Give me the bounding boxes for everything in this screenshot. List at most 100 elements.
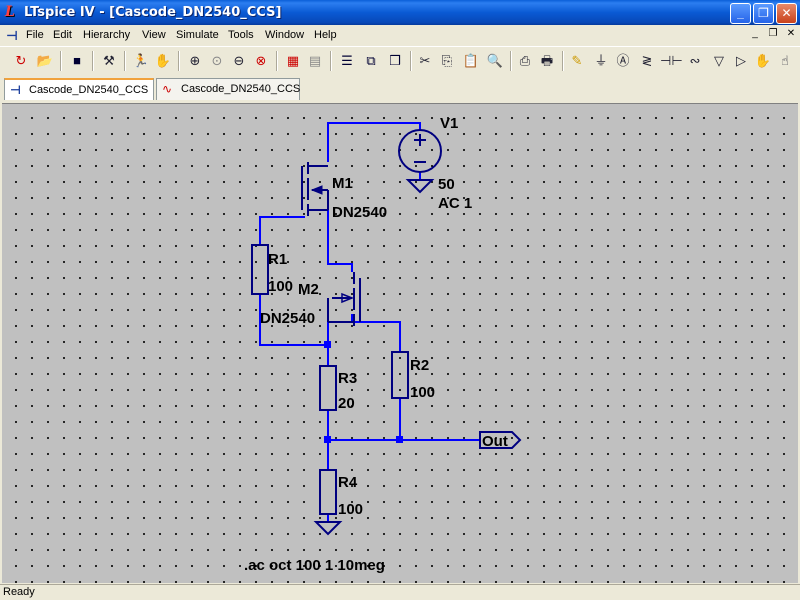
toolbar-separator bbox=[410, 51, 412, 71]
menu-window[interactable]: Window bbox=[265, 29, 305, 41]
open-folder-icon[interactable]: 📂 bbox=[36, 53, 54, 68]
print-icon[interactable]: 🖶 bbox=[540, 53, 554, 68]
wire[interactable] bbox=[259, 294, 328, 346]
v1-name-label: V1 bbox=[440, 115, 458, 132]
cut-icon[interactable]: ✂ bbox=[419, 53, 431, 68]
tab-waveform[interactable]: ∿ Cascode_DN2540_CCS bbox=[156, 78, 300, 100]
spice-directive[interactable]: .ac oct 100 1 10meg bbox=[244, 557, 385, 574]
ground-icon[interactable] bbox=[405, 179, 435, 194]
draw-wire-icon[interactable]: ✎ bbox=[571, 53, 583, 68]
save-icon[interactable]: ■ bbox=[73, 53, 81, 68]
control-panel-icon[interactable]: ⚒ bbox=[103, 53, 115, 68]
print-setup-icon[interactable]: ⎙ bbox=[519, 53, 531, 68]
cascade-icon[interactable]: ❒ bbox=[389, 53, 401, 68]
tile-horizontal-icon[interactable]: ☰ bbox=[341, 53, 353, 68]
window-title: LTspice IV - [Cascode_DN2540_CCS] bbox=[24, 5, 282, 20]
toolbar-separator bbox=[276, 51, 278, 71]
wire[interactable] bbox=[327, 122, 421, 162]
menu-view[interactable]: View bbox=[142, 29, 166, 41]
menu-edit[interactable]: Edit bbox=[53, 29, 72, 41]
menu-hierarchy[interactable]: Hierarchy bbox=[83, 29, 131, 41]
open-schematic-icon[interactable]: ↻ bbox=[15, 53, 27, 68]
resistor-r3[interactable] bbox=[319, 365, 337, 411]
r1-value-label: 100 bbox=[268, 278, 293, 295]
v1-ac-label: AC 1 bbox=[438, 195, 472, 212]
r3-name-label: R3 bbox=[338, 370, 357, 387]
m1-model-label: DN2540 bbox=[332, 204, 387, 221]
status-text: Ready bbox=[3, 586, 35, 598]
toolbar-separator bbox=[562, 51, 564, 71]
mdi-restore-button[interactable]: ❐ bbox=[768, 28, 778, 39]
halt-icon[interactable]: ✋ bbox=[154, 53, 172, 68]
r3-value-label: 20 bbox=[338, 395, 355, 412]
diode-icon[interactable]: ▽ bbox=[714, 53, 724, 68]
junction-dot bbox=[324, 341, 331, 348]
paste-icon[interactable]: 📋 bbox=[462, 53, 480, 68]
ground-icon[interactable] bbox=[313, 521, 343, 536]
tab-schematic[interactable]: ⊣ Cascode_DN2540_CCS bbox=[4, 78, 154, 100]
zoom-out-icon[interactable]: ⊖ bbox=[233, 53, 245, 68]
component-icon[interactable]: ▷ bbox=[736, 53, 746, 68]
mosfet-m1[interactable] bbox=[301, 162, 329, 217]
drag-icon[interactable]: ☝ bbox=[781, 53, 789, 68]
toolbar-separator bbox=[60, 51, 62, 71]
wire[interactable] bbox=[351, 314, 401, 352]
run-icon[interactable]: 🏃 bbox=[132, 53, 150, 68]
toolbar-separator bbox=[178, 51, 180, 71]
inductor-icon[interactable]: ∾ bbox=[689, 53, 701, 68]
capacitor-icon[interactable]: ⊣⊢ bbox=[660, 53, 683, 68]
document-tabs: ⊣ Cascode_DN2540_CCS ∿ Cascode_DN2540_CC… bbox=[0, 76, 800, 102]
resistor-r4[interactable] bbox=[319, 469, 337, 515]
tab-label: Cascode_DN2540_CCS bbox=[29, 84, 149, 96]
m1-name-label: M1 bbox=[332, 175, 353, 192]
title-bar[interactable]: L LTspice IV - [Cascode_DN2540_CCS] _ ❐ … bbox=[0, 0, 800, 25]
schematic-canvas[interactable]: V1 50 AC 1 M1 DN2540 M2 DN2540 R1 100 R2… bbox=[2, 103, 798, 583]
menu-simulate[interactable]: Simulate bbox=[176, 29, 219, 41]
schematic-drawing[interactable]: V1 50 AC 1 M1 DN2540 M2 DN2540 R1 100 R2… bbox=[2, 104, 798, 584]
m2-name-label: M2 bbox=[298, 281, 319, 298]
menu-tools[interactable]: Tools bbox=[228, 29, 254, 41]
zoom-fit-icon[interactable]: ⊗ bbox=[255, 53, 267, 68]
resistor-r2[interactable] bbox=[391, 351, 409, 399]
close-button[interactable]: ✕ bbox=[776, 3, 797, 24]
copy-icon[interactable]: ⎘ bbox=[441, 53, 453, 68]
v1-value-label: 50 bbox=[438, 176, 455, 193]
status-bar: Ready bbox=[0, 584, 800, 600]
menu-bar: ⊣ File Edit Hierarchy View Simulate Tool… bbox=[0, 25, 800, 46]
r2-name-label: R2 bbox=[410, 357, 429, 374]
autorange-icon[interactable]: ▦ bbox=[286, 53, 300, 68]
waveform-icon: ∿ bbox=[162, 82, 173, 96]
pan-icon[interactable]: ⊙ bbox=[211, 53, 223, 68]
toolbar-separator bbox=[124, 51, 126, 71]
minimize-button[interactable]: _ bbox=[730, 3, 751, 24]
toolbar-separator bbox=[330, 51, 332, 71]
ground-icon[interactable]: ⏚ bbox=[594, 53, 608, 68]
r2-value-label: 100 bbox=[410, 384, 435, 401]
out-net-label-flag[interactable] bbox=[479, 431, 522, 449]
menu-help[interactable]: Help bbox=[314, 29, 337, 41]
menu-file[interactable]: File bbox=[26, 29, 44, 41]
resistor-r1[interactable] bbox=[251, 244, 269, 295]
junction-dot bbox=[396, 436, 403, 443]
tile-vertical-icon[interactable]: ⧉ bbox=[366, 53, 376, 68]
resistor-icon[interactable]: ≷ bbox=[641, 53, 653, 68]
out-net-label: Out bbox=[482, 433, 508, 450]
tab-label: Cascode_DN2540_CCS bbox=[181, 83, 301, 95]
mosfet-m2[interactable] bbox=[327, 272, 361, 326]
toolbar-separator bbox=[92, 51, 94, 71]
fft-icon[interactable]: ▤ bbox=[308, 53, 322, 68]
zoom-in-icon[interactable]: ⊕ bbox=[189, 53, 201, 68]
wire[interactable] bbox=[327, 202, 353, 272]
mdi-minimize-button[interactable]: _ bbox=[752, 28, 758, 39]
r4-name-label: R4 bbox=[338, 474, 358, 491]
label-net-icon[interactable]: Ⓐ bbox=[616, 53, 630, 68]
mdi-close-button[interactable]: ✕ bbox=[786, 28, 796, 39]
find-icon[interactable]: 🔍 bbox=[486, 53, 504, 68]
maximize-button[interactable]: ❐ bbox=[753, 3, 774, 24]
schematic-app-icon[interactable]: ⊣ bbox=[6, 28, 18, 43]
voltage-source-v1[interactable] bbox=[398, 129, 442, 173]
move-icon[interactable]: ✋ bbox=[754, 53, 772, 68]
toolbar-separator bbox=[510, 51, 512, 71]
wire[interactable] bbox=[259, 216, 305, 245]
